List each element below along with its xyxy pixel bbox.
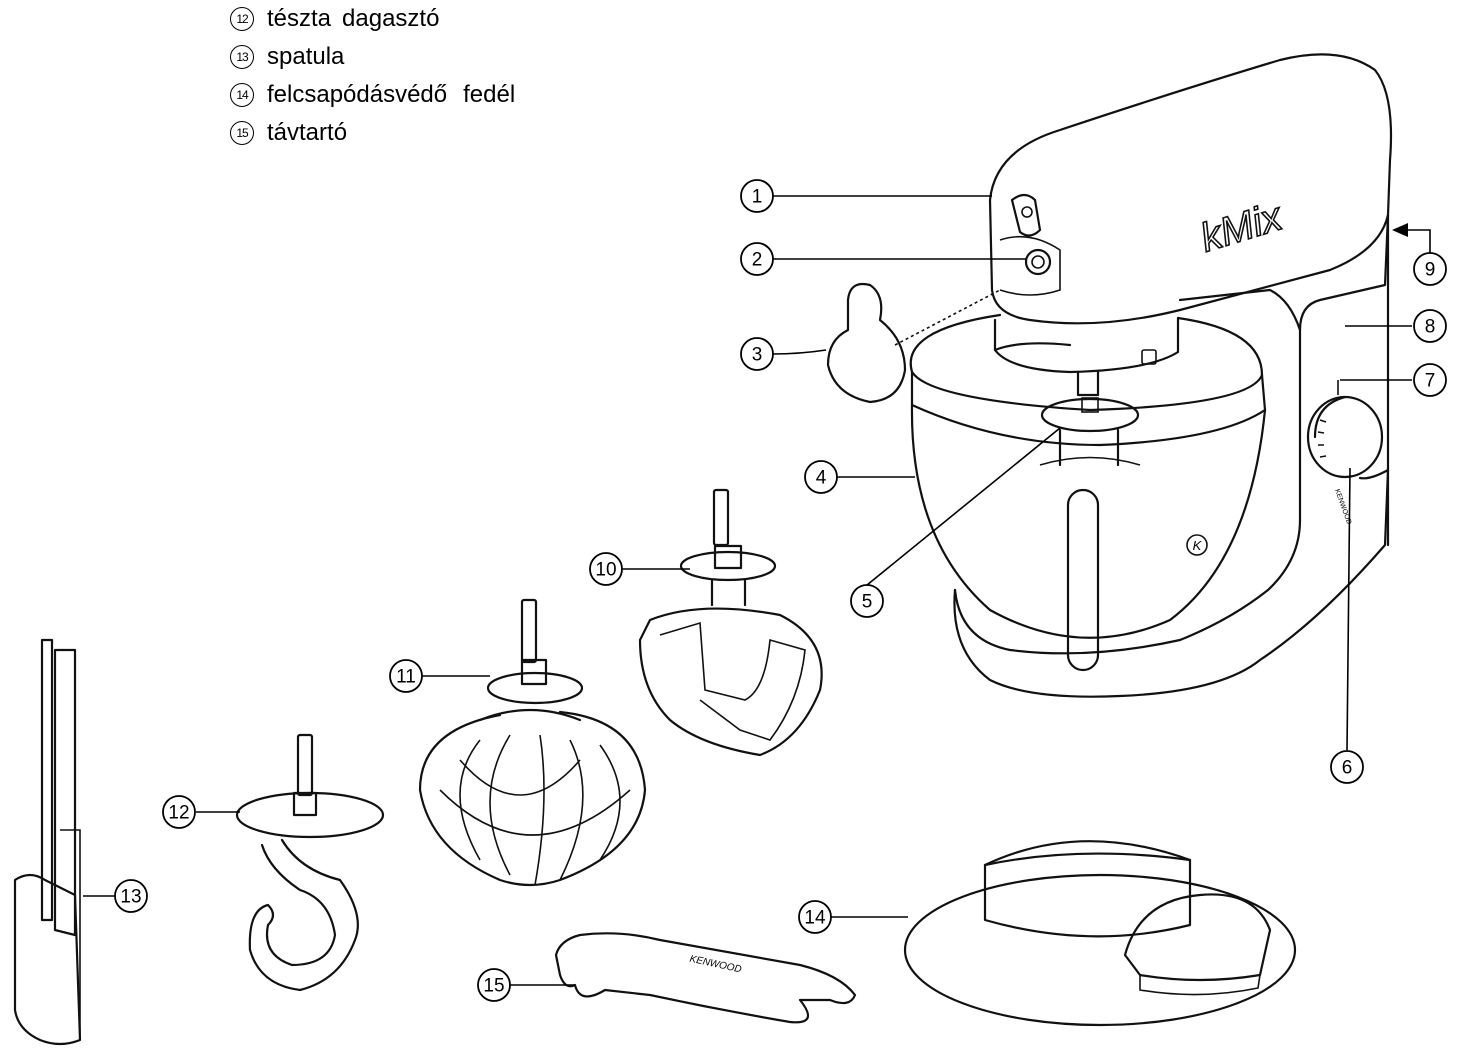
callout-leaders [83,195,1431,986]
callout-number: 10 [595,560,616,581]
legend-text: dagasztó [342,5,440,32]
legend-text: távtartó [267,119,348,146]
callout-number: 15 [483,976,504,997]
legend-text: tészta [267,5,332,32]
outlet-socket [1024,248,1052,276]
callout-circle [798,900,832,934]
callout-circle [850,584,884,618]
mixer-head [988,53,1393,325]
callout-number: 6 [1342,758,1353,779]
legend-number-circle: 14 [230,83,254,107]
callout-number: 12 [168,803,189,824]
mixing-bowl: K [909,313,1267,672]
callout-1: 1 [740,179,774,213]
speed-control-knob: KENWOOD [1306,395,1384,525]
callout-8: 8 [1413,309,1447,343]
legend-text: fedél [463,81,516,108]
callout-circle [804,460,838,494]
legend-number-circle: 13 [230,45,254,69]
callout-number: 9 [1425,260,1436,281]
callout-15: 15 [477,968,511,1002]
legend-item: 12 tészta dagasztó [230,0,515,38]
splash-guard [903,840,1297,1027]
callout-circle [740,242,774,276]
callout-number: 7 [1425,371,1436,392]
callout-13: 13 [114,879,148,913]
callout-number: 1 [752,187,763,208]
spatula [13,638,82,1046]
callout-number: 5 [862,592,873,613]
callout-circle [1413,309,1447,343]
callout-circle [389,659,423,693]
dough-hook [235,733,385,992]
callout-circle [477,968,511,1002]
kmix-logo: kMix [1195,194,1288,261]
callout-circle [1413,363,1447,397]
stand-mixer: kMix KENWOOD K [826,53,1393,698]
legend-item: 15 távtartó [230,114,515,152]
callout-6: 6 [1330,750,1364,784]
mixer-base [953,468,1390,698]
whisk [418,598,647,887]
callout-5: 5 [850,584,884,618]
callout-number: 8 [1425,317,1436,338]
legend-text: spatula [267,43,345,70]
callout-circle [740,179,774,213]
callout-number: 2 [752,250,763,271]
callout-circle [1413,252,1447,286]
callout-3: 3 [740,337,774,371]
legend-text: felcsapódásvédő [267,81,448,108]
legend-item: 13 spatula [230,38,515,76]
legend-number-circle: 15 [230,121,254,145]
callout-circle [162,795,196,829]
callout-circle [740,337,774,371]
spanner-tool: KENWOOD [554,932,857,1024]
legend-number-circle: 12 [230,7,254,31]
mixer-base-top [953,588,1182,655]
k-beater [638,488,823,757]
callout-number: 11 [396,667,416,688]
callout-9: 9 [1413,252,1447,286]
callout-number: 4 [816,468,827,489]
callout-circle [1330,750,1364,784]
callout-14: 14 [798,900,832,934]
head-lever [1010,193,1042,237]
callout-10: 10 [589,552,623,586]
callout-circle [589,552,623,586]
callout-number: 3 [752,345,763,366]
legend-item: 14 felcsapódásvédő fedél [230,76,515,114]
callout-4: 4 [804,460,838,494]
bowl-handle [1066,488,1100,672]
callout-2: 2 [740,242,774,276]
callout-12: 12 [162,795,196,829]
bowl-k-mark: K [1193,538,1203,553]
callout-11: 11 [389,659,423,693]
callout-circle [114,879,148,913]
callout-number: 14 [804,908,826,929]
spanner-brand-label: KENWOOD [689,954,743,976]
parts-legend: 12 tészta dagasztó 13 spatula 14 felcsap… [230,0,515,152]
callout-7: 7 [1413,363,1447,397]
callout-number: 13 [120,887,141,908]
outlet-cover [826,282,907,404]
mixer-column [1178,213,1390,642]
